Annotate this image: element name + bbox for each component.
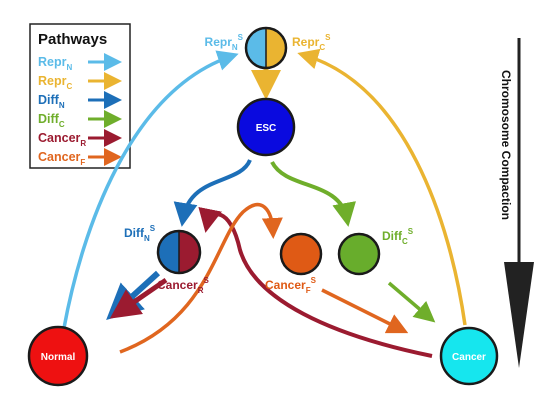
pathway-arrows bbox=[62, 48, 467, 358]
cancer-node: Cancer bbox=[439, 326, 499, 386]
legend-item: CancerR bbox=[38, 129, 122, 148]
diff-c-node bbox=[337, 232, 381, 276]
normal-node: Normal bbox=[27, 325, 89, 387]
esc-node: ESC bbox=[236, 97, 296, 157]
legend-title: Pathways bbox=[38, 31, 107, 48]
chromosome-compaction-label: Chromosome Compaction bbox=[499, 70, 513, 220]
diff-n-cancer-r-node bbox=[156, 229, 202, 275]
label-diff-c: DiffCS bbox=[382, 227, 414, 246]
arrow-cancer-r bbox=[198, 206, 433, 358]
cancer-f-node bbox=[279, 232, 323, 276]
chromosome-compaction-arrow: Chromosome Compaction bbox=[499, 38, 534, 368]
legend-item-label: CancerF bbox=[38, 150, 85, 167]
arrow-cancerr-to-normal bbox=[109, 277, 168, 319]
arrow-diff-c bbox=[270, 160, 356, 227]
esc-label: ESC bbox=[256, 123, 277, 134]
arrow-repr-c bbox=[297, 48, 467, 326]
legend-item: ReprN bbox=[38, 53, 122, 72]
label-cancer-r: CancerRS bbox=[157, 276, 209, 295]
legend-item: DiffN bbox=[38, 91, 122, 110]
legend-item-label: CancerR bbox=[38, 131, 86, 148]
arrow-cancer-f bbox=[119, 202, 283, 354]
normal-label: Normal bbox=[41, 352, 76, 363]
legend-item-label: DiffC bbox=[38, 112, 65, 129]
label-cancer-f: CancerFS bbox=[265, 276, 317, 295]
legend-item-label: ReprC bbox=[38, 74, 72, 91]
legend: Pathways ReprN ReprC DiffN DiffC CancerR Canc… bbox=[29, 23, 131, 169]
legend-item: CancerF bbox=[38, 148, 122, 167]
arrow-cancerf-to-cancer bbox=[321, 288, 409, 334]
arrow-repr-n bbox=[62, 50, 239, 329]
legend-item: ReprC bbox=[38, 72, 122, 91]
legend-item-label: DiffN bbox=[38, 93, 65, 110]
label-repr-n: ReprNS bbox=[205, 33, 244, 52]
arrow-diffc-to-cancer bbox=[387, 281, 436, 323]
label-repr-c: ReprCS bbox=[292, 33, 331, 52]
top-split-node bbox=[244, 26, 288, 70]
legend-item: DiffC bbox=[38, 110, 122, 129]
arrow-diff-n bbox=[173, 159, 252, 227]
cancer-label: Cancer bbox=[452, 352, 486, 363]
label-diff-n: DiffNS bbox=[124, 224, 156, 243]
legend-item-label: ReprN bbox=[38, 55, 72, 72]
